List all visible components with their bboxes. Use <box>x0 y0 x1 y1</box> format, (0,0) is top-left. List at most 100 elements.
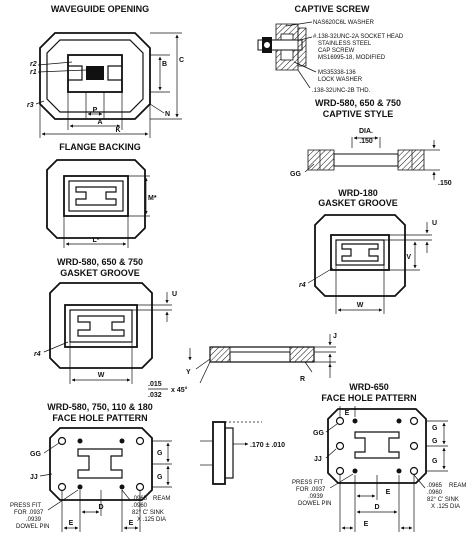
wrd180-title-1: WRD-180 <box>338 188 378 198</box>
r2-leader <box>37 61 73 66</box>
face580-opening <box>77 448 123 479</box>
face580-dowel-2 <box>119 438 125 444</box>
j-dim-label: J <box>333 333 337 340</box>
face650-ream-1b: REAM <box>449 483 466 489</box>
face580-press-3: .0939 <box>26 517 42 523</box>
waveguide-opening-view: WAVEGUIDE OPENING r2 r1 r3 B C N <box>27 4 184 138</box>
dia-label: DIA. <box>359 128 373 135</box>
thread-callout: .138-32UNC-2B THD. <box>312 88 371 94</box>
wrd180-flange-outline <box>314 214 406 297</box>
face650-ream-2: .0960 <box>427 490 443 496</box>
screw-callout-1: #.138-32UNC-2A SOCKET HEAD <box>313 34 404 40</box>
face580-d-label: D <box>98 504 103 511</box>
wrd580-u-label: U <box>172 291 177 298</box>
chamfer-a-label: .015 <box>148 381 162 388</box>
wrd180-u-label: U <box>432 220 437 227</box>
face650-gg-label: GG <box>313 430 324 437</box>
p-dim-label: P <box>93 107 98 114</box>
r3-label: r3 <box>27 102 34 109</box>
face650-dowel-2 <box>396 418 402 424</box>
face580-g2-label: G <box>157 474 163 481</box>
face580-g1-label: G <box>157 450 163 457</box>
groove-section-right <box>289 346 315 363</box>
chamfer-angle-label: x 45° <box>171 386 188 394</box>
wrd580-groove-outer <box>64 304 138 348</box>
face650-opening <box>354 431 400 459</box>
gg-label: GG <box>290 171 301 178</box>
wrd580-flange-outline <box>49 282 153 369</box>
face650-press-4: DOWEL PIN <box>298 501 331 507</box>
face580-dowel-4 <box>119 484 125 490</box>
face650-title-2: FACE HOLE PATTERN <box>321 393 416 403</box>
face650-e1-label: E <box>386 489 391 496</box>
face580-gg-label: GG <box>30 451 41 458</box>
wrd580-face-pattern-view: WRD-580, 750, 110 & 180 FACE HOLE PATTER… <box>10 402 172 532</box>
n-dim-label: N <box>165 111 170 118</box>
face650-e2-label: E <box>364 521 369 528</box>
face650-dowel-4 <box>396 468 402 474</box>
waveguide-opening-title: WAVEGUIDE OPENING <box>51 4 149 14</box>
r-dim-label: R <box>300 376 305 383</box>
washer-callout: NAS620C6L WASHER <box>313 20 375 26</box>
wrd180-v-label: V <box>406 254 411 261</box>
face650-jj-label: JJ <box>314 456 322 463</box>
chamfer-b-label: .032 <box>148 392 162 399</box>
face650-ream-3: 82° C' SINK <box>427 497 459 503</box>
face650-ream-1: .0965 <box>427 483 443 489</box>
side-view-body <box>212 421 226 485</box>
backing-ridge-profile <box>75 186 117 206</box>
face650-g1-label: G <box>432 425 438 432</box>
wrd650-face-pattern-view: WRD-650 FACE HOLE PATTERN GG JJ E G G G … <box>292 382 466 532</box>
wrd580-w-label: W <box>98 372 105 379</box>
r1-label: r1 <box>30 69 37 76</box>
face650-flange-outline <box>327 408 427 484</box>
flange-backing-title: FLANGE BACKING <box>59 142 141 152</box>
face650-title-1: WRD-650 <box>349 382 389 392</box>
face650-press-2: FOR .0937 <box>296 487 326 493</box>
screw-callout-4: MS16995-18, MODIFIED <box>318 55 386 61</box>
ridge-gap-marker <box>86 66 104 80</box>
face650-hole-6 <box>409 441 419 451</box>
wrd580-title-1: WRD-580, 650 & 750 <box>57 257 143 267</box>
face580-jj-label: JJ <box>30 474 38 481</box>
lock-washer-callout-1: MS35338-136 <box>318 70 356 76</box>
face650-hole-3 <box>335 466 345 476</box>
r3-leader <box>35 100 45 105</box>
face650-hole-5 <box>335 441 345 451</box>
waveguide-flange-inner-edge <box>46 39 144 113</box>
face580-hole-1 <box>57 436 67 446</box>
wrd180-w-label: W <box>357 302 364 309</box>
captive-height-label: .150 <box>438 180 452 187</box>
a-dim-label: A <box>97 119 102 126</box>
face580-press-1: PRESS FIT <box>10 503 41 509</box>
face580-flange-outline <box>49 427 153 501</box>
face650-press-3: .0939 <box>308 494 324 500</box>
wrd580-title-2: GASKET GROOVE <box>60 268 140 278</box>
face650-g2-label: G <box>432 438 438 445</box>
flange-side-view: .170 ± .010 <box>200 421 285 485</box>
face650-press-1: PRESS FIT <box>292 480 323 486</box>
l-dim-label: L* <box>93 237 100 244</box>
lock-washer-callout-2: LOCK WASHER <box>318 77 363 83</box>
face580-dowel-1 <box>77 438 83 444</box>
r2-label: r2 <box>30 61 37 68</box>
b-dim-label: B <box>162 61 167 68</box>
r1-leader <box>37 69 87 73</box>
y-dim-label: Y <box>186 369 191 376</box>
captive-screw-view: CAPTIVE SCREW NAS620C6L WASHER #.138-32U… <box>257 4 404 94</box>
face650-ream-4: X .125 DIA <box>431 504 460 510</box>
c-dim-label: C <box>179 57 184 64</box>
k-dim-label: K <box>115 127 120 134</box>
wrd580-groove-inner <box>69 309 133 343</box>
groove-section-left <box>209 346 231 363</box>
wrd180-title-2: GASKET GROOVE <box>318 198 398 208</box>
wrd580-gasket-view: WRD-580, 650 & 750 GASKET GROOVE U r4 W <box>34 257 177 384</box>
captive-plate-left-section <box>307 149 335 171</box>
screw-callout-2: STAINLESS STEEL <box>318 41 372 47</box>
face580-e2-label: E <box>129 520 134 527</box>
face580-title-1: WRD-580, 750, 110 & 180 <box>47 402 153 412</box>
face650-g3-label: G <box>432 458 438 465</box>
face650-hole-4 <box>409 466 419 476</box>
